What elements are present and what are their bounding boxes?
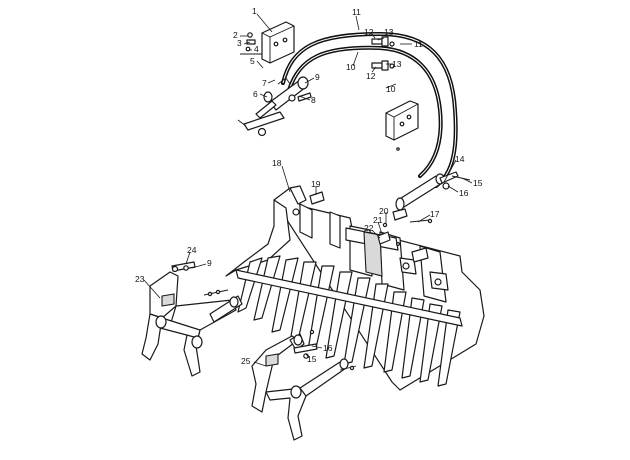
callout-2: 2 <box>233 30 238 40</box>
grapple-arm-left <box>141 271 243 377</box>
callout-21: 21 <box>373 215 383 225</box>
callout-10-left: 10 <box>346 62 356 72</box>
callout-19: 19 <box>311 179 321 189</box>
callout-5: 5 <box>250 56 255 66</box>
callout-24: 24 <box>187 245 197 255</box>
callout-17: 17 <box>430 209 440 219</box>
cylinder-upper <box>255 76 312 119</box>
callout-9-lower: 9 <box>207 258 212 268</box>
callout-9-upper: 9 <box>315 72 320 82</box>
callout-23: 23 <box>135 274 145 284</box>
callout-15-right: 15 <box>473 178 483 188</box>
leader-lines <box>143 13 473 367</box>
callout-22: 22 <box>364 223 374 233</box>
callout-16-lower: 16 <box>323 343 333 353</box>
hose-couplers <box>371 36 395 71</box>
callout-15-lower: 15 <box>307 354 317 364</box>
pins-center-arm <box>293 329 357 371</box>
callout-18: 18 <box>272 158 282 168</box>
pin-hardware-17 <box>392 208 433 224</box>
callout-1: 1 <box>252 6 257 16</box>
pins-left-arm <box>171 261 229 297</box>
callout-13-lower: 13 <box>392 59 402 69</box>
callout-13-upper: 13 <box>384 27 394 37</box>
mount-bracket-right <box>385 100 419 151</box>
grapple-arm-center <box>251 333 349 441</box>
callout-16-right: 16 <box>459 188 469 198</box>
callout-4: 4 <box>254 44 259 54</box>
callout-12-lower: 12 <box>366 71 376 81</box>
callout-8: 8 <box>311 95 316 105</box>
callout-25: 25 <box>241 356 251 366</box>
decal-right <box>411 247 429 263</box>
callout-7: 7 <box>262 78 267 88</box>
callout-20: 20 <box>379 206 389 216</box>
callout-12-upper: 12 <box>364 27 374 37</box>
callout-3: 3 <box>237 38 242 48</box>
callout-14: 14 <box>455 154 465 164</box>
mount-bracket-upper <box>261 21 295 64</box>
grapple-bucket-frame <box>225 185 485 391</box>
cylinder-mount-left <box>237 111 285 137</box>
callout-6: 6 <box>253 89 258 99</box>
callout-labels: 1 2 3 4 5 6 7 8 9 10 10 11 11 12 12 13 1… <box>135 6 483 366</box>
callout-10-right: 10 <box>386 84 396 94</box>
small-parts-20-21-22 <box>377 222 401 247</box>
callout-11-top: 11 <box>352 7 361 17</box>
hydraulic-hoses <box>281 31 458 188</box>
callout-11-right: 11 <box>414 39 423 49</box>
decal-19 <box>309 191 325 205</box>
